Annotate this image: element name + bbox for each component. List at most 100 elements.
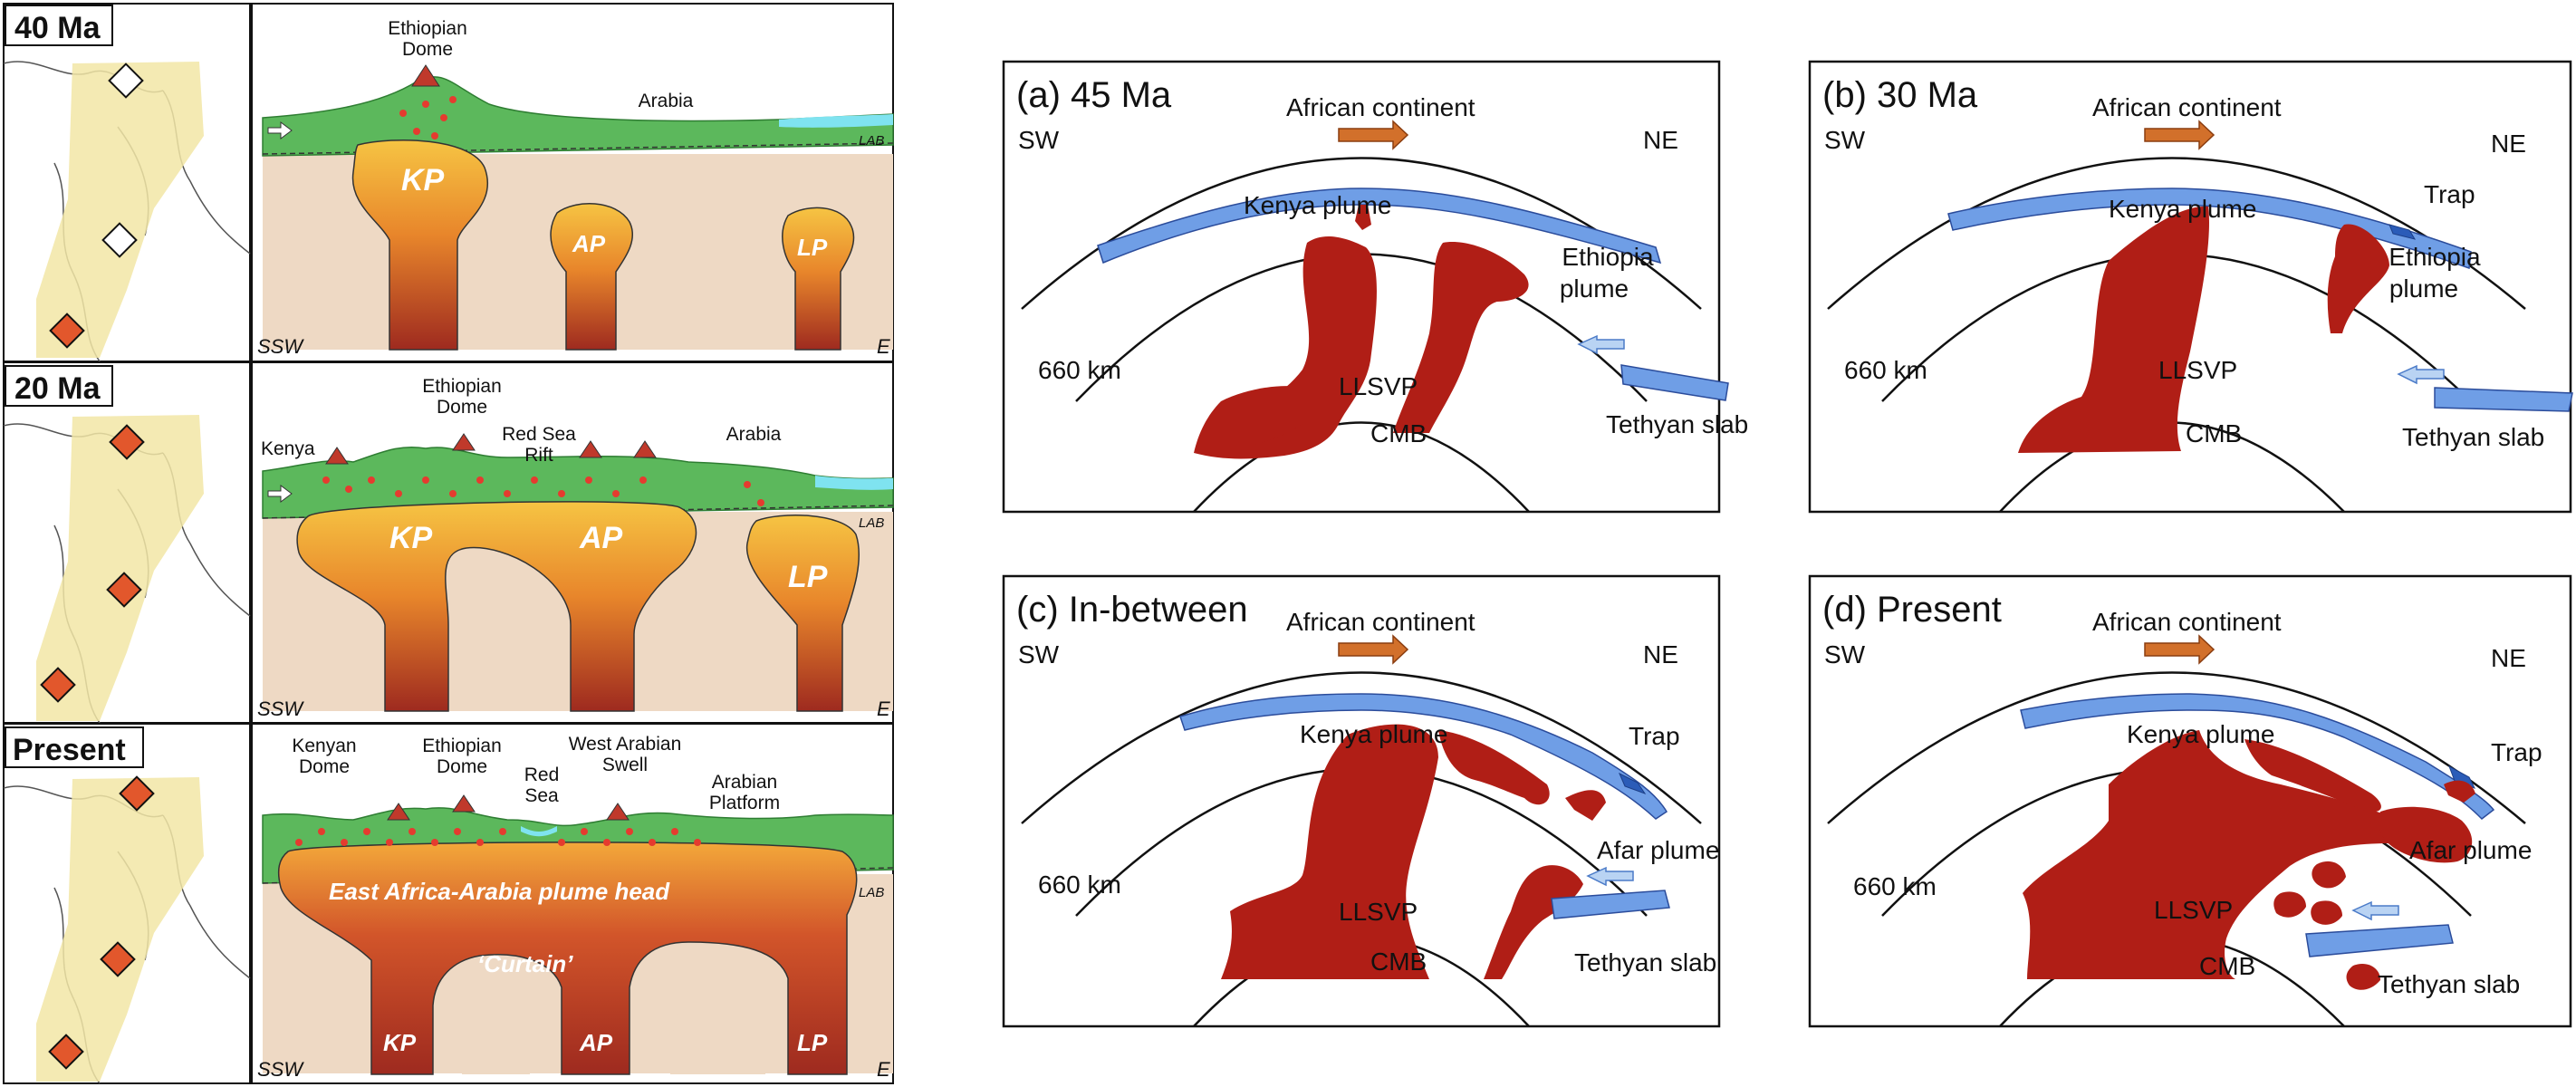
label-cmb: CMB bbox=[1370, 948, 1427, 976]
plume-label-kp: KP bbox=[383, 1029, 417, 1056]
continent-motion-arrow bbox=[2144, 634, 2216, 665]
trap bbox=[2389, 224, 2417, 240]
corner-e: E bbox=[877, 335, 890, 358]
lab-label: LAB bbox=[859, 515, 884, 531]
volcano-icons bbox=[387, 794, 630, 821]
map-band bbox=[36, 62, 204, 358]
sea-water bbox=[815, 476, 893, 490]
diamond-marker bbox=[101, 222, 138, 258]
plume-label-lp: LP bbox=[788, 560, 828, 594]
time-label-box bbox=[5, 365, 113, 407]
trap bbox=[2448, 765, 2476, 789]
corner-e: E bbox=[877, 1058, 890, 1081]
curtain-gap bbox=[670, 978, 765, 1074]
annotation-arabia: Arabia bbox=[726, 424, 782, 445]
corner-ssw: SSW bbox=[257, 697, 304, 720]
label-llsvp: LLSVP bbox=[1339, 898, 1418, 926]
label-llsvp: LLSVP bbox=[2158, 356, 2237, 384]
lithosphere-slab bbox=[1097, 188, 1662, 265]
label-660km: 660 km bbox=[1844, 356, 1927, 384]
dir-sw: SW bbox=[1018, 126, 1060, 154]
melt-droplets bbox=[295, 828, 701, 846]
plume-blob bbox=[2346, 963, 2380, 990]
label-tethyan-slab: Tethyan slab bbox=[1606, 410, 1748, 438]
slab-motion-arrow bbox=[2351, 900, 2399, 921]
dir-sw: SW bbox=[1018, 640, 1060, 669]
panel-d: (d) Present African continent SW NE Keny… bbox=[1808, 574, 2572, 1028]
label-cmb: CMB bbox=[2186, 419, 2242, 447]
plume-label-lp: LP bbox=[797, 1029, 828, 1056]
plume-blob bbox=[2273, 891, 2306, 918]
panel-a: (a) 45 Ma African continent SW NE Kenya … bbox=[1002, 60, 1748, 514]
plume-head-kp-ap bbox=[296, 501, 697, 712]
llsvp-afar-plume bbox=[1484, 865, 1583, 979]
volcano-icon bbox=[411, 64, 440, 87]
plume-label-kp: KP bbox=[389, 521, 433, 555]
corner-ssw: SSW bbox=[257, 1058, 304, 1081]
diamond-marker bbox=[106, 572, 142, 608]
curtain-label: ‘Curtain’ bbox=[477, 950, 573, 977]
plume-arm bbox=[2244, 739, 2381, 813]
plate-motion-arrow bbox=[267, 485, 293, 503]
slab-motion-arrow bbox=[1586, 866, 1634, 887]
llsvp-ethiopia-plume bbox=[1393, 242, 1529, 433]
plume-label-ap: AP bbox=[572, 230, 606, 257]
diamond-marker bbox=[100, 941, 136, 977]
plume-blob bbox=[2444, 780, 2475, 803]
label-kenya-plume: Kenya plume bbox=[1300, 720, 1447, 748]
label-cmb: CMB bbox=[1370, 419, 1427, 447]
llsvp-kenya-plume bbox=[2023, 730, 2403, 979]
corner-e: E bbox=[877, 697, 890, 720]
panel-title: (c) In-between bbox=[1016, 590, 1248, 630]
lithosphere-slab bbox=[2020, 693, 2495, 821]
plume-blob bbox=[1565, 790, 1606, 821]
plume-arm bbox=[1438, 730, 1550, 805]
map-band bbox=[36, 415, 204, 721]
annotation-kenya: Kenya bbox=[261, 438, 315, 459]
panel-title: (d) Present bbox=[1822, 590, 2002, 630]
continent-label: African continent bbox=[1286, 93, 1475, 121]
time-label: 20 Ma bbox=[14, 371, 101, 406]
label-trap: Trap bbox=[2491, 738, 2542, 766]
label-trap: Trap bbox=[2424, 180, 2475, 208]
plume-label-ap: AP bbox=[579, 1029, 613, 1056]
plume-head bbox=[277, 842, 858, 1075]
lithosphere bbox=[262, 446, 894, 519]
label-tethyan-slab: Tethyan slab bbox=[1574, 948, 1716, 976]
panel-title: (b) 30 Ma bbox=[1822, 75, 1978, 115]
plume-lp bbox=[782, 207, 855, 351]
lab-label: LAB bbox=[859, 133, 884, 149]
annotation-arabia: Arabia bbox=[639, 91, 694, 111]
surface-arc bbox=[1827, 157, 2526, 310]
plume-label-kp: KP bbox=[401, 163, 445, 197]
panel-c: (c) In-between African continent SW NE K… bbox=[1002, 574, 1721, 1028]
volcano-icons bbox=[325, 433, 657, 465]
slab-motion-arrow bbox=[1577, 334, 1625, 355]
diamond-marker bbox=[109, 424, 145, 460]
diamond-marker bbox=[108, 63, 144, 99]
tethyan-slab bbox=[1551, 890, 1670, 919]
tethyan-slab bbox=[2434, 387, 2573, 412]
label-kenya-plume: Kenya plume bbox=[2127, 720, 2274, 748]
lab-line bbox=[262, 505, 894, 519]
plate-motion-arrow bbox=[267, 121, 293, 139]
dir-ne: NE bbox=[1643, 640, 1678, 669]
continent-label: African continent bbox=[2092, 608, 2282, 636]
surface-arc bbox=[1021, 671, 1702, 824]
corner-ssw: SSW bbox=[257, 335, 304, 358]
plume-head-label: East Africa-Arabia plume head bbox=[329, 878, 670, 905]
lab-line bbox=[262, 142, 894, 155]
dir-sw: SW bbox=[1824, 126, 1866, 154]
plume-label-ap: AP bbox=[579, 521, 623, 555]
sea-water bbox=[779, 114, 893, 128]
